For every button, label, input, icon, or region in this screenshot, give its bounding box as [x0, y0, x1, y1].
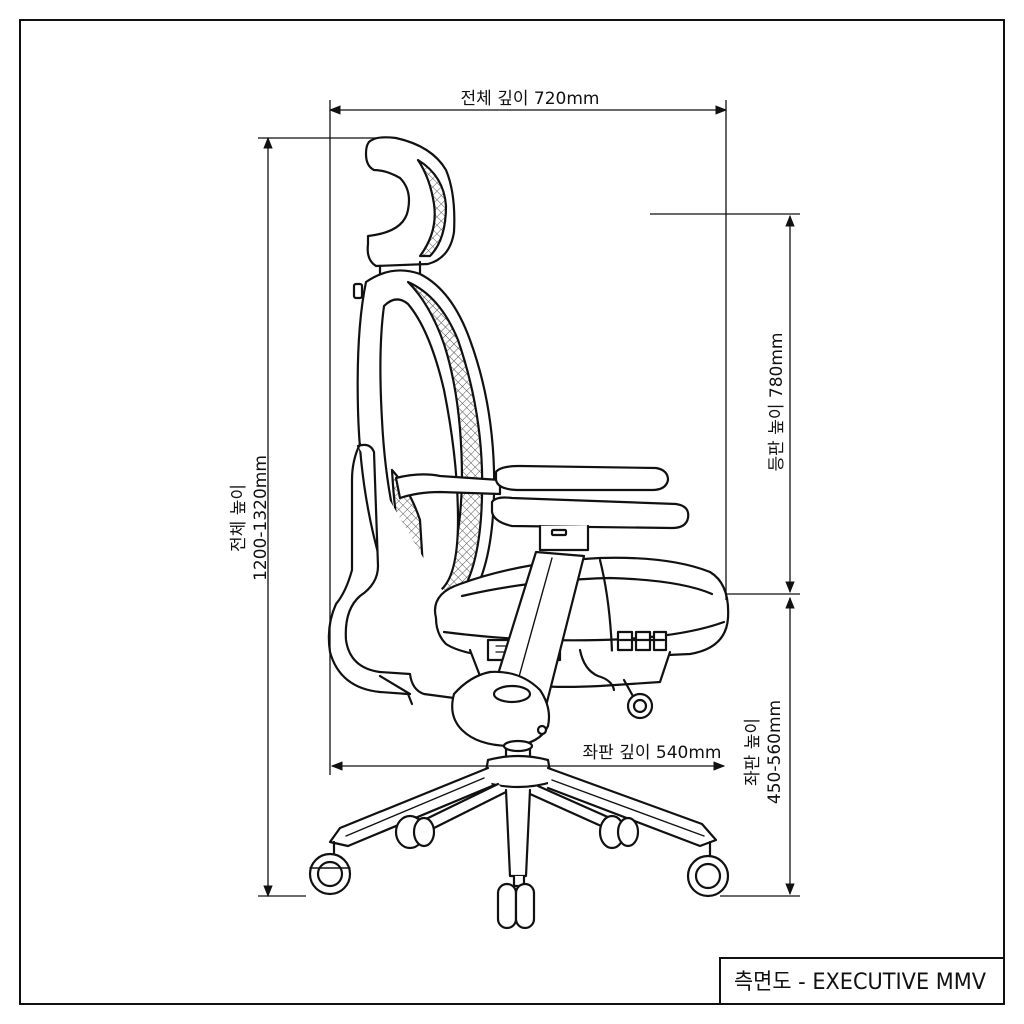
star-base: [328, 754, 718, 878]
backrest-height-label: 등판 높이 780mm: [767, 333, 787, 472]
seat-height-value: 450-560mm: [765, 700, 785, 804]
title-block-text: 측면도 - EXECUTIVE MMV: [734, 970, 986, 995]
drawing-border: [19, 19, 1005, 1005]
overall-depth-label: 전체 깊이 720mm: [461, 89, 600, 109]
armrest: [490, 464, 690, 552]
tilt-knob: [622, 678, 654, 720]
seat-height-label: 좌판 높이: [743, 718, 763, 786]
backrest-height-label-group: 등판 높이 780mm: [767, 333, 787, 472]
overall-height-label: 전체 높이: [229, 484, 249, 552]
armrest-post: [451, 550, 586, 748]
overall-height-label-group: 전체 높이 1200-1320mm: [229, 455, 271, 581]
title-block: 측면도 - EXECUTIVE MMV: [719, 957, 1005, 1005]
overall-height-value: 1200-1320mm: [251, 455, 271, 581]
seat-depth-label: 좌판 깊이 540mm: [583, 743, 722, 763]
dimension-lines: [258, 100, 800, 898]
seat: [433, 556, 730, 692]
casters: [308, 814, 730, 930]
headrest: [364, 136, 456, 278]
seat-height-label-group: 좌판 높이 450-560mm: [743, 700, 785, 804]
chair-illustration: [308, 136, 730, 930]
